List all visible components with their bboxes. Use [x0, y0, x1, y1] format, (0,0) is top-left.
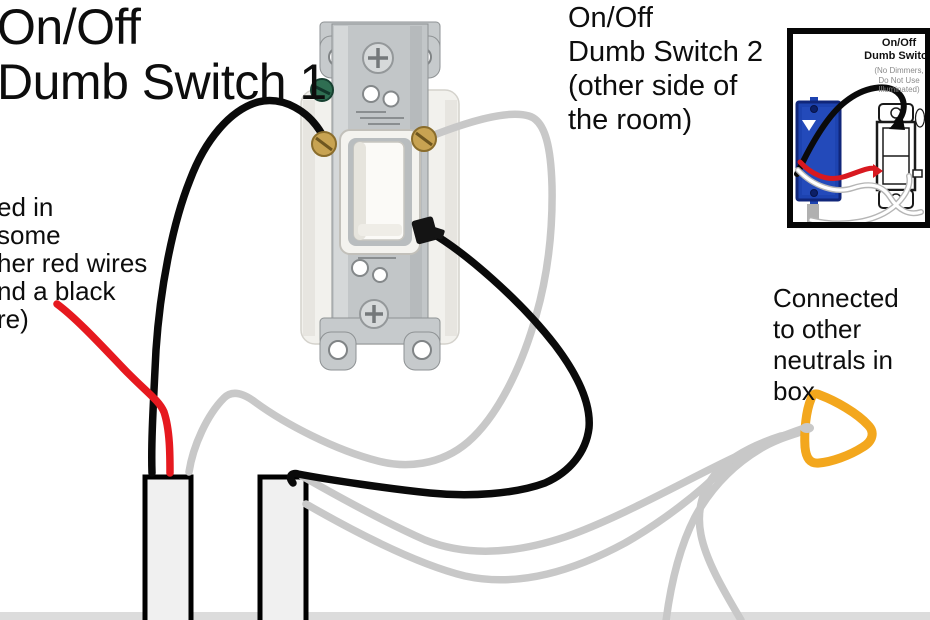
label-line: Do Not Use	[878, 75, 920, 85]
label-dumb-switch-1: On/Off Dumb Switch 1	[0, 0, 327, 110]
left-cable-conduit	[142, 474, 194, 620]
label-line: the room)	[568, 104, 693, 136]
label-line: On/Off	[881, 37, 917, 49]
label-line: Illuminated)	[878, 85, 920, 94]
inset-black-wire	[794, 84, 907, 177]
inset-title: On/Off Dumb Switch (No Dimmers, Do Not U…	[851, 37, 930, 95]
common-terminal-tag	[914, 108, 925, 128]
label-line: Dumb Switch 2	[568, 36, 764, 68]
label-dumb-switch-2: On/Off Dumb Switch 2 (other side of the …	[568, 1, 763, 137]
inset-dumb-switch-2-diagram: On/Off Dumb Switch (No Dimmers, Do Not U…	[787, 28, 930, 228]
label-line: box	[773, 376, 815, 406]
wire-neutral-left-cable-to-nut	[302, 430, 793, 584]
wire-black-left-terminal-to-left-cable	[147, 97, 328, 477]
inset-black-arrowhead	[889, 114, 905, 130]
inset-red-arrowhead	[873, 164, 883, 178]
switch-screws	[310, 42, 445, 329]
wire-neutral-switch-to-left-cable	[185, 110, 556, 476]
label-line: re)	[0, 304, 29, 334]
label-red-wire-note-clipped: ed in some her red wires nd a black re)	[0, 193, 147, 333]
inset-white-wire-loop	[809, 174, 912, 222]
inset-red-wire	[797, 159, 879, 181]
wire-red-traveler	[53, 300, 174, 477]
wire-neutral-from-box-2	[695, 432, 785, 620]
label-line: her red wires	[0, 248, 148, 278]
inset-white-wire	[796, 168, 923, 215]
label-neutrals-note: Connected to other neutrals in box	[773, 283, 899, 407]
right-cable-conduit	[257, 474, 309, 620]
label-line: Connected	[773, 283, 899, 313]
inset-subtitle: (No Dimmers, Do Not Use Illuminated)	[851, 66, 925, 95]
inset-artwork	[794, 84, 925, 222]
wire-nut	[800, 389, 877, 468]
neutral-wire-tip	[800, 423, 814, 433]
label-line: some	[0, 220, 61, 250]
label-line: (other side of	[568, 70, 738, 102]
black-terminal-clamp	[411, 216, 438, 245]
label-line: (No Dimmers,	[874, 66, 924, 75]
toggle-switch-photo	[300, 21, 460, 371]
label-line: nd a black	[0, 276, 116, 306]
label-line: On/Off	[0, 0, 141, 55]
label-line: neutrals in	[773, 345, 893, 375]
label-line: On/Off	[568, 2, 653, 34]
label-line: Dumb Switch 1	[0, 54, 327, 110]
label-line: to other	[773, 314, 862, 344]
label-line: ed in	[0, 192, 54, 222]
label-line: Dumb Switch	[864, 50, 930, 62]
wire-black-right-terminal-to-right-cable	[286, 228, 593, 499]
bottom-frame-band	[0, 612, 930, 620]
